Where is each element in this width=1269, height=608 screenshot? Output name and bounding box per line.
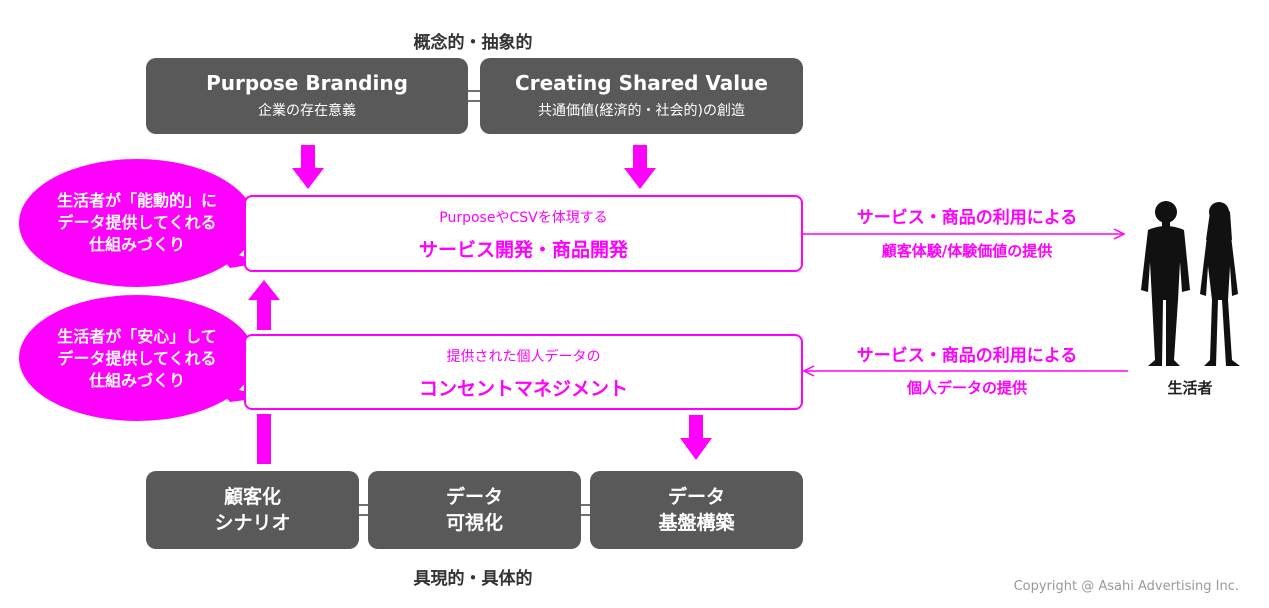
bubble-safe-line-3: 仕組みづくり: [88, 371, 185, 390]
down-arrow-right: [624, 145, 656, 189]
csv-subtitle: 共通価値(経済的・社会的)の創造: [538, 103, 745, 119]
service-development-title: サービス開発・商品開発: [418, 239, 628, 261]
consent-management-box: 提供された個人データの コンセントマネジメント: [244, 334, 803, 410]
csv-title: Creating Shared Value: [515, 71, 768, 95]
customer-scenario-box: 顧客化 シナリオ: [146, 471, 359, 549]
consumer-label: 生活者: [1167, 379, 1213, 397]
bubble-active-text: 生活者が「能動的」に データ提供してくれる 仕組みづくり: [27, 190, 247, 256]
down-arrow-bottom: [680, 415, 712, 460]
bubble-safe-line-1: 生活者が「安心」して: [57, 327, 217, 346]
purpose-branding-title: Purpose Branding: [206, 71, 408, 95]
up-arrow-middle: [248, 280, 280, 330]
bubble-active-line-2: データ提供してくれる: [57, 213, 217, 232]
bubble-safe-line-2: データ提供してくれる: [57, 349, 217, 368]
bubble-active-line-3: 仕組みづくり: [88, 235, 185, 254]
data-visualization-line1: データ: [445, 486, 503, 508]
concrete-label: 具現的・具体的: [413, 569, 533, 589]
purpose-branding-subtitle: 企業の存在意義: [258, 103, 356, 119]
data-provision-label-line2: 個人データの提供: [906, 379, 1027, 397]
service-development-box: PurposeやCSVを体現する サービス開発・商品開発: [244, 195, 803, 272]
bubble-safe-text: 生活者が「安心」して データ提供してくれる 仕組みづくり: [27, 326, 247, 392]
data-infrastructure-box: データ 基盤構築: [590, 471, 803, 549]
experience-label-line1: サービス・商品の利用による: [856, 208, 1078, 228]
arrow-to-consumer: [803, 228, 1126, 240]
data-provision-label-line1: サービス・商品の利用による: [856, 346, 1078, 366]
customer-scenario-line1: 顧客化: [223, 486, 281, 508]
data-infrastructure-line2: 基盤構築: [658, 512, 735, 534]
customer-scenario-line2: シナリオ: [214, 512, 291, 534]
consent-management-title: コンセントマネジメント: [418, 378, 628, 400]
abstract-label: 概念的・抽象的: [413, 33, 533, 53]
copyright: Copyright @ Asahi Advertising Inc.: [1013, 579, 1239, 594]
experience-label-line2: 顧客体験/体験価値の提供: [881, 242, 1053, 260]
csv-box: Creating Shared Value 共通価値(経済的・社会的)の創造: [480, 58, 803, 134]
consent-management-subtitle: 提供された個人データの: [446, 349, 601, 365]
connector-bar-left: [257, 414, 271, 464]
consumer-silhouette-icon: [1141, 201, 1240, 366]
data-visualization-box: データ 可視化: [368, 471, 581, 549]
service-development-subtitle: PurposeやCSVを体現する: [439, 210, 608, 226]
data-visualization-line2: 可視化: [445, 512, 503, 534]
purpose-branding-box: Purpose Branding 企業の存在意義: [146, 58, 468, 134]
data-infrastructure-line1: データ: [667, 486, 725, 508]
bubble-active-line-1: 生活者が「能動的」に: [56, 191, 217, 210]
arrow-from-consumer: [802, 365, 1128, 377]
down-arrow-left: [292, 145, 324, 189]
